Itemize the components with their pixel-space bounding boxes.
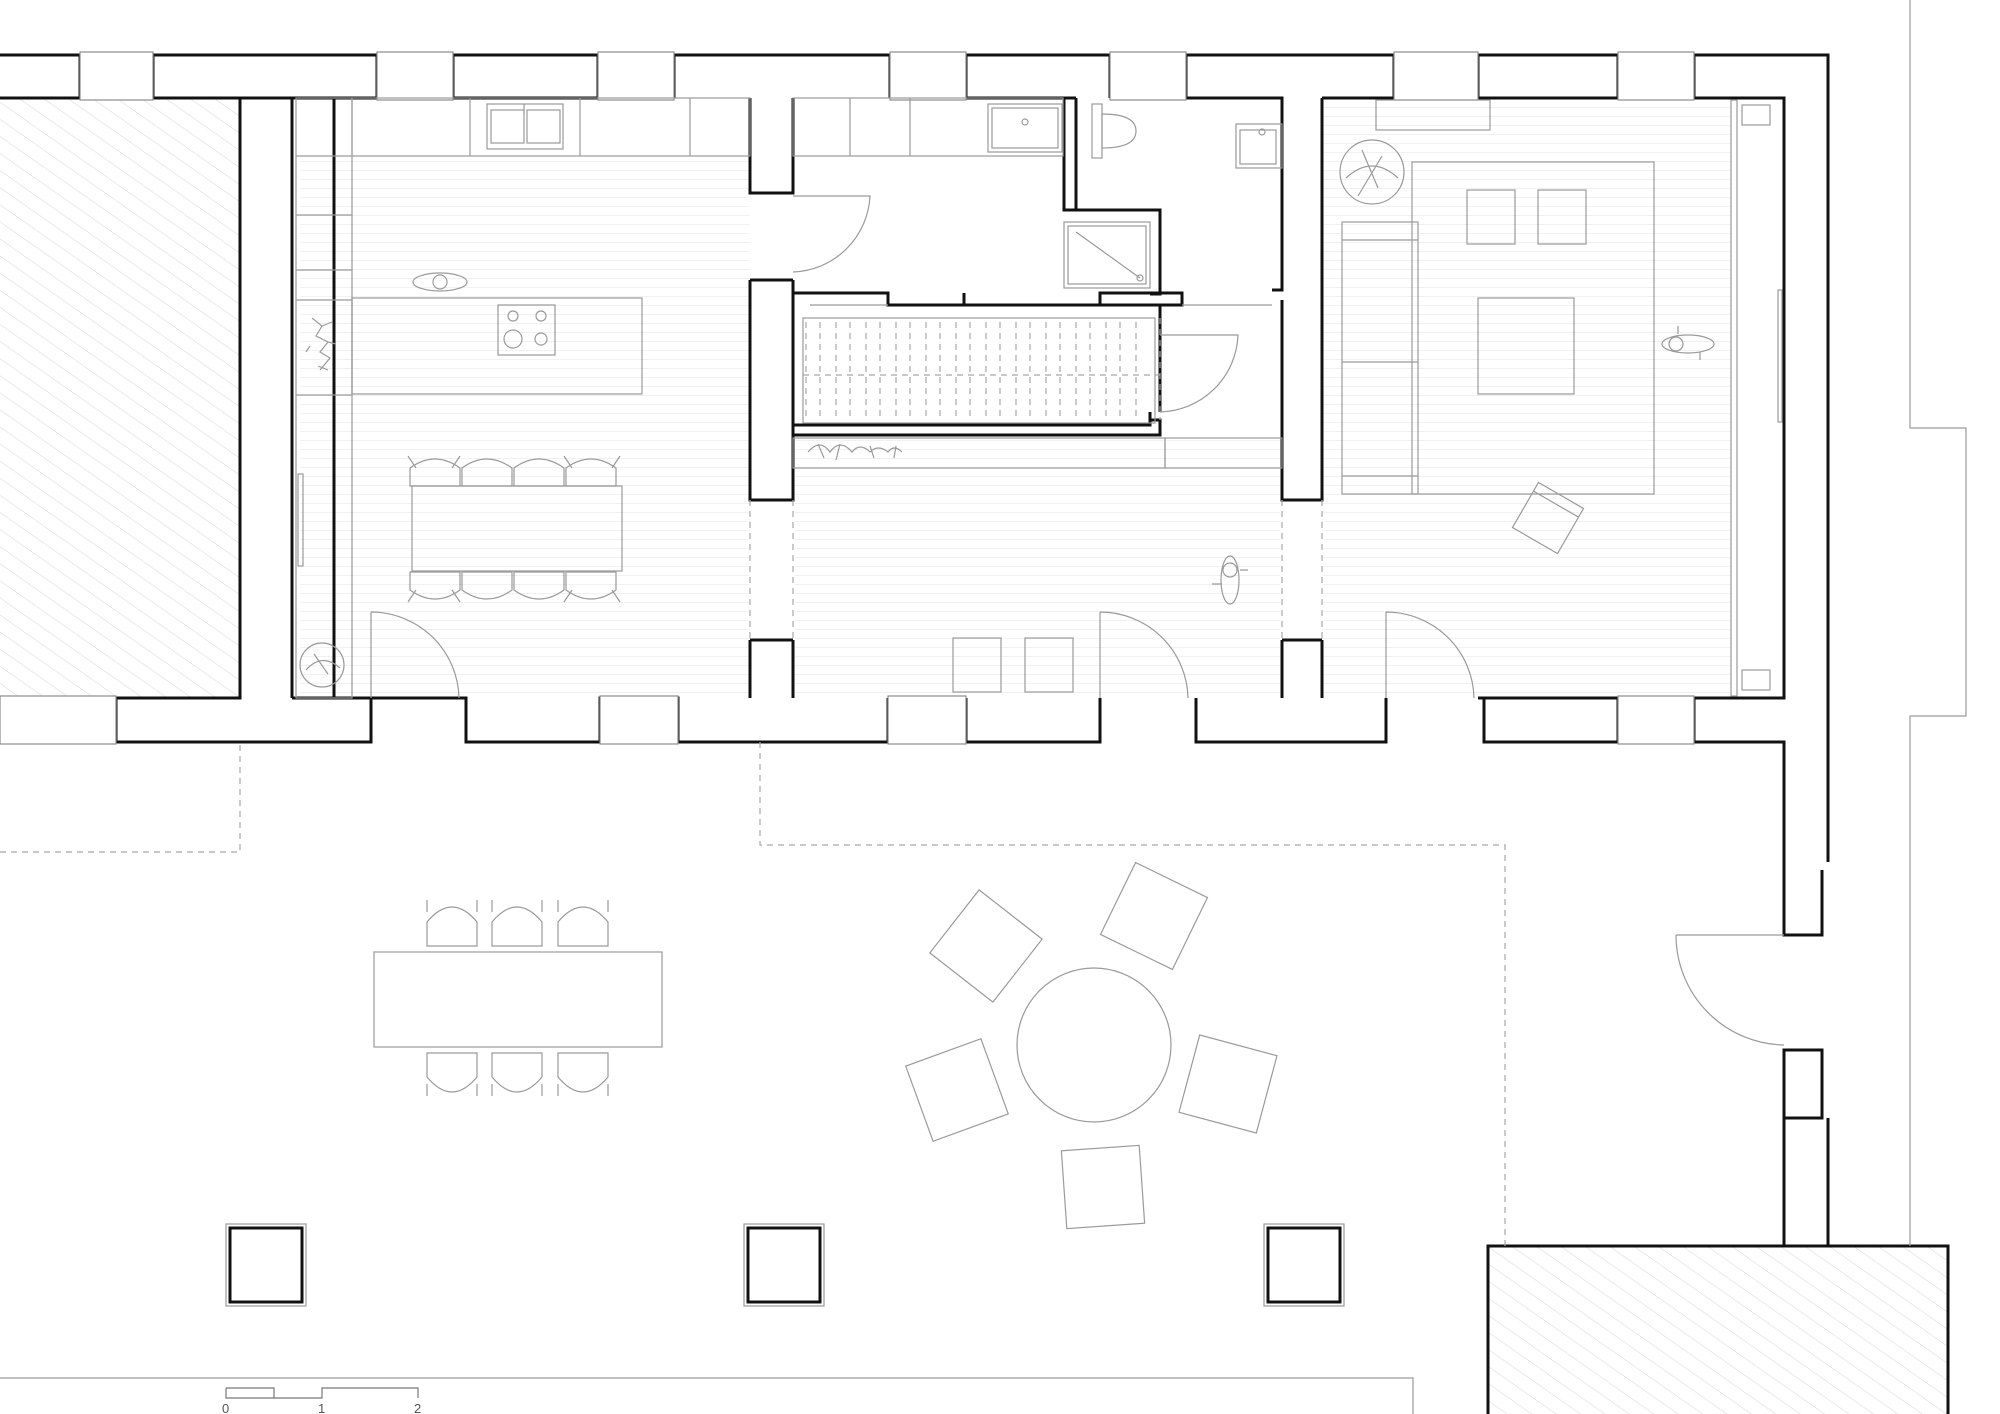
windows: [0, 51, 1695, 745]
small-sink-icon: [987, 103, 1063, 153]
double-sink-icon: [486, 103, 564, 150]
chair-icon: [426, 900, 609, 1096]
kitchen: [295, 97, 1064, 699]
wash-basin-icon: [1235, 123, 1283, 169]
round-stool-icon: [299, 642, 345, 688]
round-stool-icon: [1339, 139, 1405, 205]
kitchen-figure: [412, 272, 468, 292]
bathroom: [1063, 103, 1283, 289]
plant-icon: [305, 317, 337, 371]
hall: [749, 437, 1323, 693]
staircase: [802, 304, 1272, 424]
hatched-neighbor-bottom-right: [1486, 1244, 1950, 1414]
doors: [370, 195, 1785, 1046]
plant-icon: [807, 443, 903, 461]
living-figure: [1661, 326, 1715, 360]
column: [1263, 1223, 1345, 1307]
column: [743, 1223, 825, 1307]
living-room: [1339, 99, 1783, 697]
scale-bar: 0 1 2: [222, 1387, 421, 1414]
hatched-neighbor-left: [0, 98, 240, 698]
cooktop-icon: [497, 304, 556, 356]
column: [225, 1223, 307, 1307]
scale-label-2: 2: [414, 1401, 421, 1414]
chair-icon: [407, 455, 621, 603]
hall-figure: [1212, 555, 1248, 605]
shower-icon: [1063, 221, 1151, 289]
floor-planks: [300, 100, 1730, 696]
scale-label-1: 1: [318, 1401, 325, 1414]
scale-label-0: 0: [222, 1401, 229, 1414]
toilet-icon: [1091, 103, 1137, 159]
